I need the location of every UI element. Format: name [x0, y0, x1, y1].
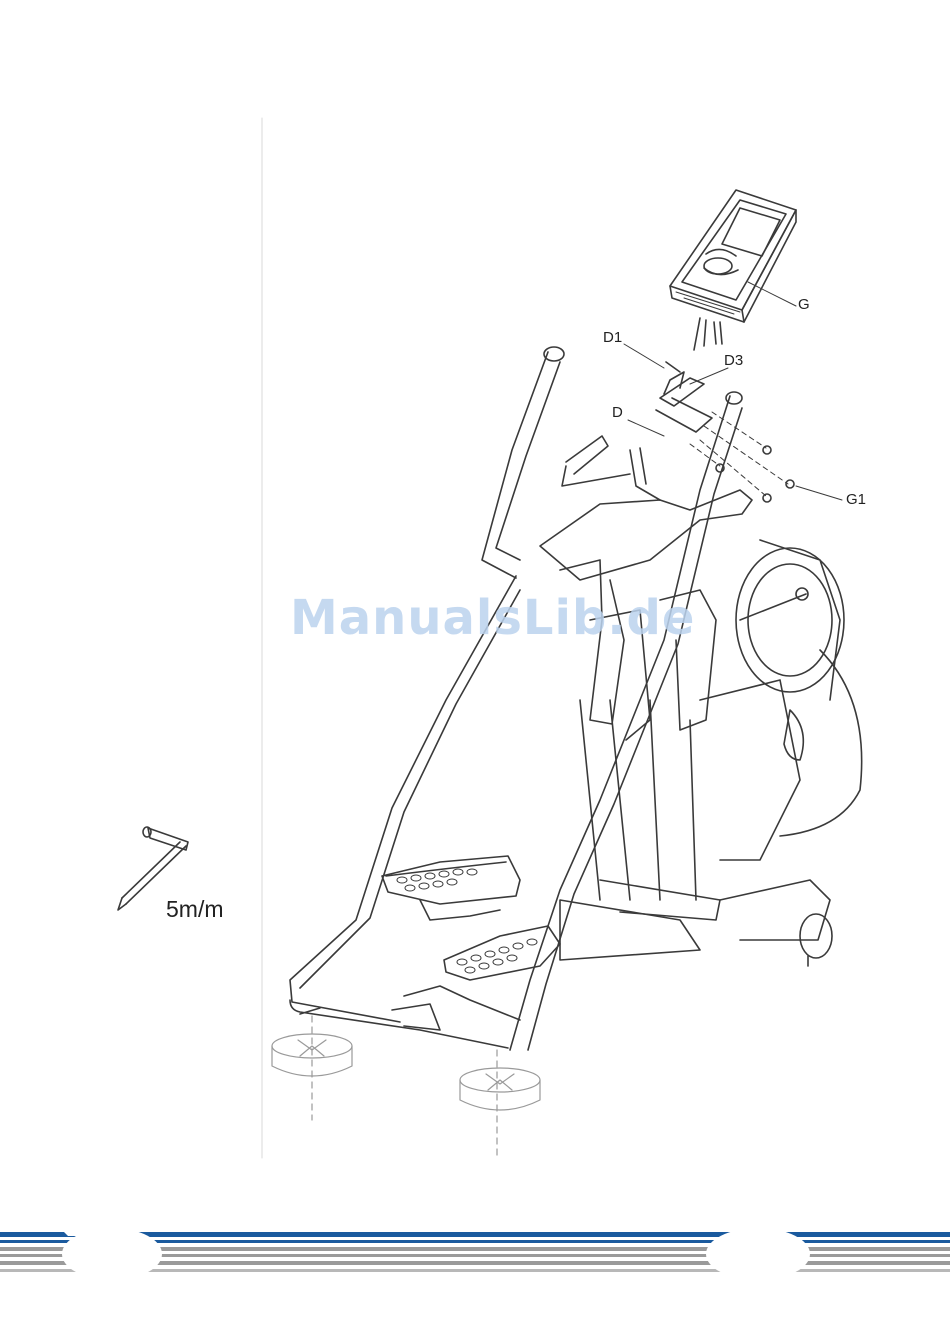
fixed-handlebars [562, 436, 660, 500]
left-handlebar [290, 347, 564, 1022]
right-handlebar [510, 392, 742, 1050]
label-g1: G1 [846, 491, 866, 508]
console-bracket-d [656, 362, 712, 432]
label-d1: D1 [603, 329, 622, 346]
watermark: ManualsLib.de [290, 590, 695, 646]
leveling-feet [272, 1016, 540, 1156]
label-g: G [798, 296, 810, 313]
flywheel-housing [700, 540, 862, 860]
footer-stripes [0, 1228, 950, 1280]
right-pedal [392, 926, 560, 1030]
console-g [670, 190, 796, 350]
tool-size-label: 5m/m [166, 896, 224, 923]
rear-stabilizer [720, 880, 832, 966]
label-d3: D3 [724, 352, 743, 369]
left-pedal [382, 856, 520, 920]
label-d: D [612, 404, 623, 421]
